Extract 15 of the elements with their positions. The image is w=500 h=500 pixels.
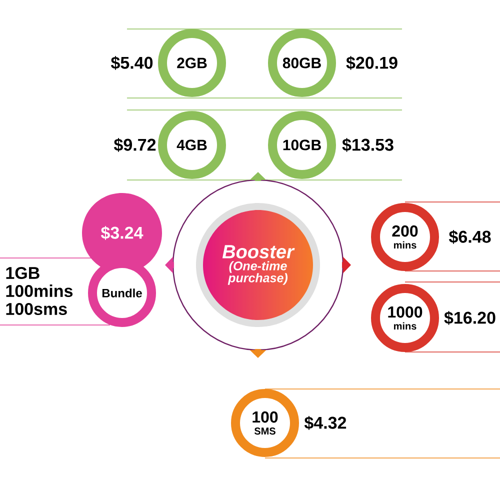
bundle-contents: 1GB 100mins 100sms bbox=[6, 266, 73, 316]
ring-badge: 200 mins bbox=[371, 203, 439, 271]
price-label: $9.72 bbox=[114, 138, 156, 152]
ring-badge: 4GB bbox=[158, 111, 226, 179]
ring-badge: 100 SMS bbox=[231, 389, 299, 457]
ring-badge: 1000 mins bbox=[371, 284, 439, 352]
ring-badge: 2GB bbox=[158, 29, 226, 97]
price-label: $4.32 bbox=[304, 416, 346, 430]
ring-badge: 80GB bbox=[268, 29, 336, 97]
price-label: $13.53 bbox=[342, 138, 394, 152]
price-label: $16.20 bbox=[444, 311, 496, 325]
price-label: $20.19 bbox=[346, 56, 398, 70]
price-label: $6.48 bbox=[448, 230, 491, 244]
price-label: $5.40 bbox=[110, 56, 153, 70]
ring-badge: 10GB bbox=[268, 111, 336, 179]
